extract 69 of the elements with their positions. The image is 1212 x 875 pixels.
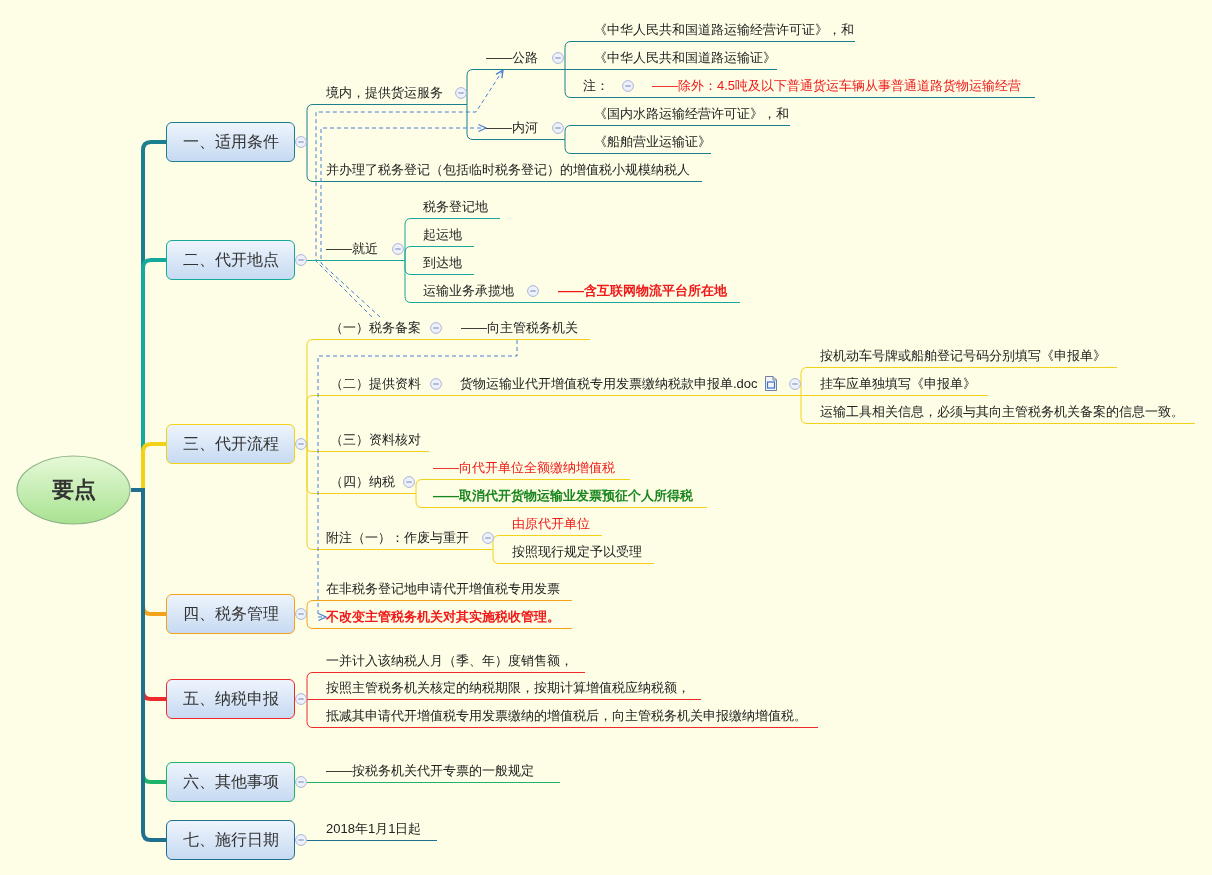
branch-line <box>800 367 821 396</box>
subtopic: 起运地 <box>423 224 474 247</box>
branch-line <box>446 395 461 396</box>
branch-line <box>492 549 513 564</box>
subtopic: 挂车应单独填写《申报单》 <box>820 373 988 396</box>
subtopic: 《中华人民共和国道路运输经营许可证》，和 <box>594 19 855 42</box>
branch-line <box>544 302 559 303</box>
branch-line <box>306 104 327 143</box>
subtopic: 2018年1月1日起 <box>326 818 437 841</box>
topic-box: 三、代开流程 <box>166 424 295 464</box>
branch-line <box>466 69 487 105</box>
topic-box: 四、税务管理 <box>166 594 295 634</box>
subtopic: （三）资料核对 <box>330 429 429 452</box>
branch-line <box>306 600 327 615</box>
branch-line <box>306 839 327 841</box>
subtopic: 并办理了税务登记（包括临时税务登记）的增值税小规模纳税人 <box>326 159 702 182</box>
subtopic: 由原代开单位 <box>512 513 602 536</box>
branch-line <box>306 781 327 783</box>
branch-line <box>306 443 327 550</box>
subtopic: 按照主管税务机关核定的纳税期限，按期计算增值税应纳税额， <box>326 677 701 700</box>
branch-line <box>492 535 513 550</box>
dashed-arrow <box>315 69 504 318</box>
subtopic: ——向主管税务机关 <box>461 317 590 340</box>
subtopic: 在非税务登记地申请代开增值税专用发票 <box>326 578 572 601</box>
topic-box: 七、施行日期 <box>166 820 295 860</box>
branch-line <box>306 259 327 261</box>
subtopic: ——取消代开货物运输业发票预征个人所得税 <box>433 485 707 508</box>
branch-line <box>404 260 424 303</box>
subtopic: 《国内水路运输经营许可证》，和 <box>594 103 790 126</box>
branch-line <box>306 698 327 700</box>
topic-box: 六、其他事项 <box>166 762 295 802</box>
subtopic: 按机动车号牌或船舶登记号码分别填写《申报单》 <box>820 345 1117 368</box>
branch-line <box>306 141 327 182</box>
subtopic: 到达地 <box>423 252 474 275</box>
branch-line <box>564 69 584 98</box>
subtopic: 按照现行规定予以受理 <box>512 541 654 564</box>
branch-line <box>404 246 424 261</box>
subtopic: 抵减其申请代开增值税专用发票缴纳的增值税后，向主管税务机关申报缴纳增值税。 <box>326 705 818 728</box>
topic-box: 一、适用条件 <box>166 122 295 162</box>
branch-line <box>800 395 821 424</box>
branch-line <box>800 395 821 396</box>
branch-line <box>306 613 327 629</box>
subtopic: 《中华人民共和国道路运输证》 <box>594 47 777 70</box>
branch-line <box>466 104 487 140</box>
branch-line <box>415 479 434 494</box>
dashed-arrow <box>317 339 518 622</box>
subtopic: ——向代开单位全额缴纳增值税 <box>433 457 630 480</box>
branch-line <box>446 339 462 340</box>
central-topic: 要点 <box>16 455 131 525</box>
branch-line <box>306 672 327 700</box>
subtopic: 一并计入该纳税人月（季、年）度销售额， <box>326 650 585 673</box>
subtopic: 运输工具相关信息，必须与其向主管税务机关备案的信息一致。 <box>820 401 1195 424</box>
branch-line <box>564 139 595 154</box>
subtopic: ——除外：4.5吨及以下普通货运车辆从事普通道路货物运输经营 <box>652 75 1035 98</box>
branch-line <box>564 69 595 70</box>
topic-box: 二、代开地点 <box>166 240 295 280</box>
branch-line <box>306 698 327 728</box>
dashed-arrow <box>320 123 487 318</box>
subtopic: 《船舶营业运输证》 <box>594 131 711 154</box>
branch-line <box>639 97 653 98</box>
branch-line <box>306 395 331 445</box>
topic-box: 五、纳税申报 <box>166 679 295 719</box>
subtopic: 不改变主管税务机关对其实施税收管理。 <box>326 606 572 629</box>
subtopic: ——按税务机关代开专票的一般规定 <box>326 760 560 783</box>
branch-line <box>415 493 434 508</box>
subtopic: 税务登记地 <box>423 196 500 219</box>
branch-line <box>564 41 595 70</box>
subtopic: ——含互联网物流平台所在地 <box>558 280 740 303</box>
branch-line <box>564 125 595 140</box>
